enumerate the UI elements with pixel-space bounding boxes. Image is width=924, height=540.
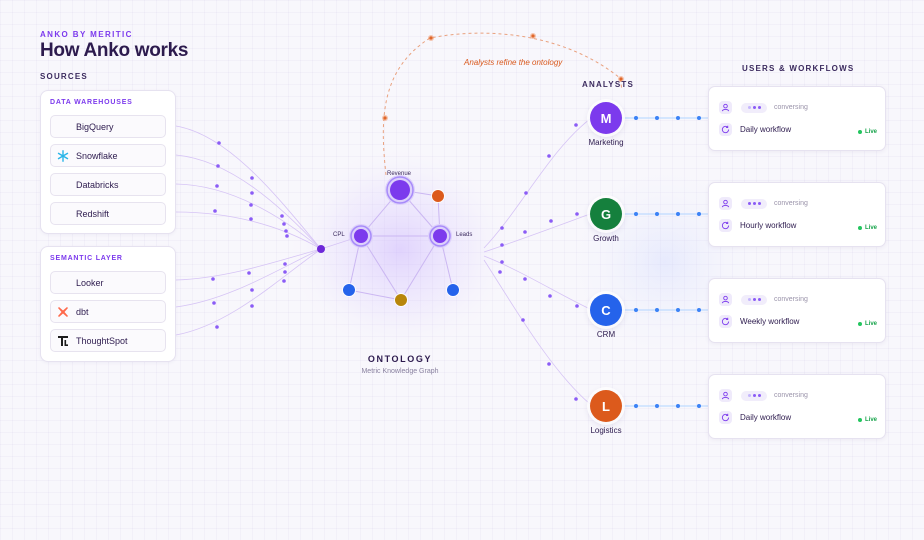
typing-indicator (741, 102, 767, 113)
workflow-status: conversing (774, 296, 808, 303)
data-warehouses-panel: DATA WAREHOUSES BigQuery Snowflake Datab… (40, 90, 176, 234)
refresh-icon (719, 315, 732, 328)
workflow-status: conversing (774, 200, 808, 207)
node-label-cpl: CPL (333, 232, 345, 238)
workflow-status: conversing (774, 104, 808, 111)
feedback-dots (382, 33, 624, 121)
user-icon (719, 293, 732, 306)
workflow-card-marketing[interactable]: conversing Daily workflow Live (708, 86, 886, 151)
analyst-avatar-growth[interactable]: G (590, 198, 622, 230)
dbt-icon (56, 305, 70, 319)
live-badge: Live (858, 129, 877, 135)
typing-indicator (741, 198, 767, 209)
typing-indicator (741, 294, 767, 305)
analyst-label-growth: Growth (593, 234, 619, 243)
workflow-card-logistics[interactable]: conversing Daily workflow Live (708, 374, 886, 439)
snowflake-icon (56, 149, 70, 163)
workflow-name: Daily workflow (740, 125, 792, 134)
analyst-connectors (483, 118, 591, 405)
ontology-node-leads (428, 224, 452, 248)
analyst-avatar-logistics[interactable]: L (590, 390, 622, 422)
semantic-layer-heading: SEMANTIC LAYER (50, 255, 123, 262)
source-item-label: Redshift (76, 208, 110, 219)
source-item-dbt[interactable]: dbt (50, 300, 166, 323)
semantic-layer-panel: SEMANTIC LAYER Looker dbt ThoughtSpot (40, 246, 176, 362)
analyst-avatar-marketing[interactable]: M (590, 102, 622, 134)
ontology-title: ONTOLOGY (367, 354, 433, 364)
source-connectors (175, 125, 362, 336)
source-item-snowflake[interactable]: Snowflake (50, 144, 166, 167)
refresh-icon (719, 219, 732, 232)
source-item-looker[interactable]: Looker (50, 271, 166, 294)
analyst-avatar-crm[interactable]: C (590, 294, 622, 326)
source-hub-node (317, 245, 325, 253)
workflow-status: conversing (774, 392, 808, 399)
refresh-icon (719, 123, 732, 136)
ontology-node-orange (431, 189, 445, 203)
live-badge: Live (858, 225, 877, 231)
analyst-label-crm: CRM (596, 330, 616, 339)
source-item-redshift[interactable]: Redshift (50, 202, 166, 225)
sources-heading: SOURCES (40, 72, 88, 81)
user-icon (719, 389, 732, 402)
ontology-node-blue-left (342, 283, 356, 297)
feedback-label: Analysts refine the ontology (464, 58, 563, 67)
source-item-label: ThoughtSpot (76, 335, 128, 346)
source-flow-dots (211, 141, 289, 329)
ontology-node-cpl (349, 224, 373, 248)
workflow-card-crm[interactable]: conversing Weekly workflow Live (708, 278, 886, 343)
node-label-leads: Leads (456, 232, 473, 238)
ontology-node-revenue (385, 175, 415, 205)
workflows-heading: USERS & WORKFLOWS (742, 64, 855, 73)
workflow-name: Daily workflow (740, 413, 792, 422)
source-item-label: Looker (76, 277, 104, 288)
node-label-revenue: Revenue (387, 171, 412, 177)
live-badge: Live (858, 417, 877, 423)
analyst-label-logistics: Logistics (590, 426, 622, 435)
source-item-label: BigQuery (76, 121, 114, 132)
workflow-name: Hourly workflow (740, 221, 797, 230)
user-icon (719, 197, 732, 210)
workflow-card-growth[interactable]: conversing Hourly workflow Live (708, 182, 886, 247)
brand-eyebrow: ANKO BY MERITIC (40, 30, 133, 39)
workflow-flow-dots (634, 116, 701, 408)
source-item-databricks[interactable]: Databricks (50, 173, 166, 196)
analyst-label-marketing: Marketing (588, 138, 624, 147)
page-title: How Anko works (40, 40, 189, 61)
ontology-subtitle: Metric Knowledge Graph (361, 368, 439, 375)
ontology-node-gold (394, 293, 408, 307)
ontology-node-blue-right (446, 283, 460, 297)
user-icon (719, 101, 732, 114)
data-warehouses-heading: DATA WAREHOUSES (50, 99, 133, 106)
source-item-label: Databricks (76, 179, 119, 190)
workflow-name: Weekly workflow (740, 317, 800, 326)
thoughtspot-icon (56, 334, 70, 348)
source-item-bigquery[interactable]: BigQuery (50, 115, 166, 138)
source-item-label: dbt (76, 306, 89, 317)
refresh-icon (719, 411, 732, 424)
source-item-thoughtspot[interactable]: ThoughtSpot (50, 329, 166, 352)
analyst-flow-dots (498, 123, 579, 401)
ontology-glow (280, 140, 520, 360)
analysts-heading: ANALYSTS (582, 80, 634, 89)
typing-indicator (741, 390, 767, 401)
source-item-label: Snowflake (76, 150, 118, 161)
live-badge: Live (858, 321, 877, 327)
